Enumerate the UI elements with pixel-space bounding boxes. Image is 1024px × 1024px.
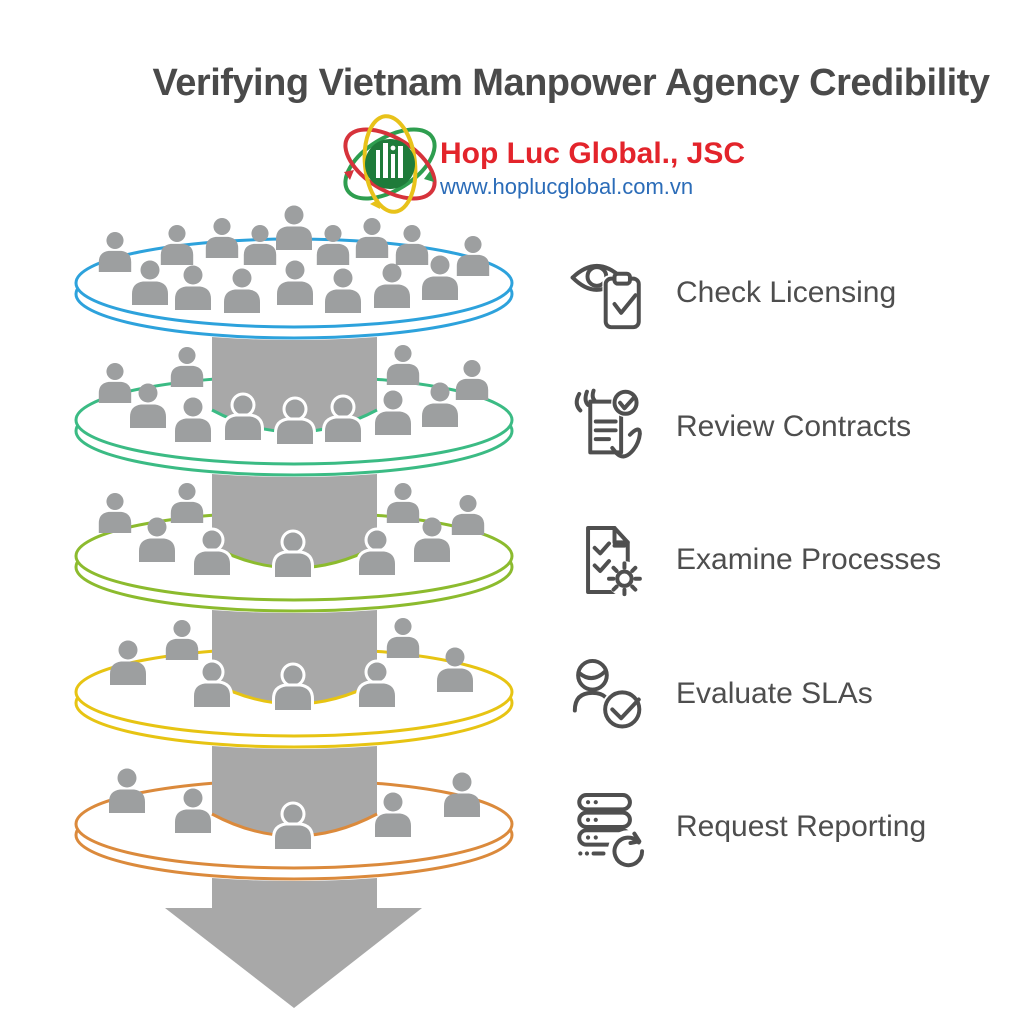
step-label: Check Licensing <box>676 276 897 309</box>
down-arrow-head <box>165 878 422 1008</box>
document-checklist-gear-icon <box>586 526 643 597</box>
down-arrow-shaft <box>212 746 377 836</box>
company-name: Hop Luc Global., JSC <box>440 137 746 170</box>
down-arrow-shaft <box>212 610 377 704</box>
person-icon <box>98 362 132 403</box>
person-icon <box>98 231 132 272</box>
website-url[interactable]: www.hoplucglobal.com.vn <box>440 173 694 199</box>
funnel-level-4 <box>74 610 514 749</box>
person-icon <box>98 492 132 533</box>
orbit-arrowhead <box>344 170 354 180</box>
person-icon <box>170 482 204 523</box>
down-arrow-shaft <box>212 474 377 568</box>
step-review-contracts: Review Contracts <box>566 384 911 470</box>
person-icon <box>205 217 239 258</box>
step-examine-processes: Examine Processes <box>566 517 941 603</box>
person-icon <box>109 768 145 813</box>
person-check-circle-icon <box>572 658 644 731</box>
server-refresh-icon <box>577 793 648 870</box>
funnel-level-3 <box>74 474 514 613</box>
person-icon <box>276 205 312 250</box>
funnel-level-2 <box>74 337 514 477</box>
person-icon <box>165 619 199 660</box>
orbit-arrowhead <box>370 199 380 209</box>
page-title: Verifying Vietnam Manpower Agency Credib… <box>152 62 990 104</box>
step-label: Review Contracts <box>676 410 912 443</box>
step-label: Examine Processes <box>676 543 942 576</box>
step-label: Evaluate SLAs <box>676 677 873 710</box>
funnel-level-1 <box>74 205 514 340</box>
person-icon <box>451 494 485 535</box>
step-request-reporting: Request Reporting <box>566 784 926 870</box>
person-icon <box>355 217 389 258</box>
funnel-level-5 <box>74 746 514 881</box>
step-label: Request Reporting <box>676 810 927 843</box>
logo-text: Hop Luc Global., JSC www.hoplucglobal.co… <box>440 138 745 200</box>
person-icon <box>170 346 204 387</box>
logo: Hop Luc Global., JSC www.hoplucglobal.co… <box>330 112 745 216</box>
person-icon <box>386 344 420 385</box>
globe-skyline <box>376 143 403 178</box>
person-icon <box>455 359 489 400</box>
step-check-licensing: Check Licensing <box>566 250 896 336</box>
person-icon <box>386 482 420 523</box>
hands-document-check-icon <box>574 388 642 459</box>
eye-clipboard-check-icon <box>570 264 643 331</box>
orbit-arrowhead <box>424 171 434 182</box>
atom-orbits-globe-icon <box>343 114 437 214</box>
step-evaluate-slas: Evaluate SLAs <box>566 651 873 737</box>
person-icon <box>386 617 420 658</box>
